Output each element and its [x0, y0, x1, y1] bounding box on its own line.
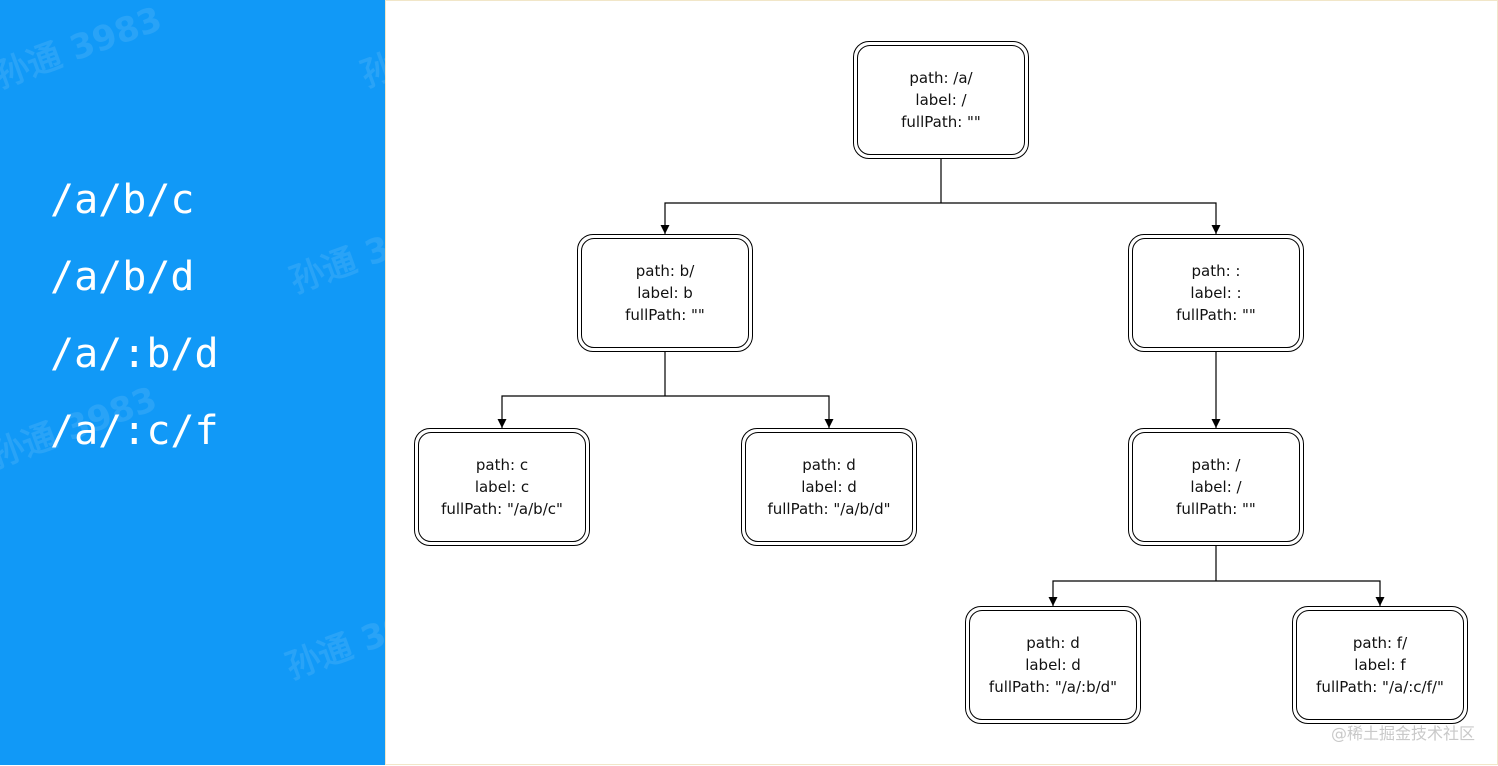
node-path: path: b/	[635, 262, 695, 280]
route-item: /a/b/c	[50, 177, 195, 223]
tree-node-c: path: c label: c fullPath: "/a/b/c"	[414, 428, 590, 546]
node-label: label: f	[1354, 656, 1406, 674]
route-item: /a/:c/f	[50, 408, 219, 454]
node-label: label: c	[474, 478, 530, 496]
watermark: 孙通 3983	[284, 204, 385, 302]
diagram-canvas: 孙通 3983 孙通 3983 path: /a/ label: / fullP…	[281, 0, 1498, 765]
node-fullpath: fullPath: ""	[625, 306, 705, 324]
node-path: path: d	[802, 456, 856, 474]
node-label: label: d	[801, 478, 857, 496]
tree-node-d-param: path: d label: d fullPath: "/a/:b/d"	[965, 606, 1141, 724]
tree-edge	[660, 202, 941, 234]
node-path: path: f/	[1352, 634, 1408, 652]
node-path: path: c	[475, 456, 529, 474]
tree-edge	[665, 395, 834, 428]
tree-node-slash: path: / label: / fullPath: ""	[1128, 428, 1304, 546]
tree-edge	[1216, 580, 1385, 606]
tree-node-b: path: b/ label: b fullPath: ""	[577, 234, 753, 352]
tree-edges	[497, 159, 1385, 606]
node-path: path: d	[1026, 634, 1080, 652]
tree-node-f: path: f/ label: f fullPath: "/a/:c/f/"	[1292, 606, 1468, 724]
tree-edge	[497, 395, 665, 428]
node-label: label: /	[915, 91, 967, 109]
tree-node-colon: path: : label: : fullPath: ""	[1128, 234, 1304, 352]
watermark: 孙通 3983	[0, 0, 168, 97]
tree-edge	[1048, 580, 1216, 606]
node-label: label: :	[1190, 284, 1242, 302]
credit-watermark: @稀土掘金技术社区	[1330, 724, 1475, 743]
tree-node-d: path: d label: d fullPath: "/a/b/d"	[741, 428, 917, 546]
routes-panel: 孙通 3983 孙通 3983 孙通 3983 /a/b/c /a/b/d /a…	[0, 0, 385, 765]
node-path: path: /a/	[909, 69, 973, 87]
node-fullpath: fullPath: ""	[1176, 500, 1256, 518]
node-label: label: /	[1190, 478, 1242, 496]
node-fullpath: fullPath: "/a/b/c"	[441, 500, 563, 518]
route-item: /a/b/d	[50, 254, 195, 300]
node-path: path: /	[1191, 456, 1241, 474]
node-fullpath: fullPath: "/a/:b/d"	[988, 678, 1118, 696]
node-fullpath: fullPath: ""	[1176, 306, 1256, 324]
node-label: label: d	[1025, 656, 1081, 674]
route-item: /a/:b/d	[50, 331, 219, 377]
node-label: label: b	[637, 284, 693, 302]
tree-node-root: path: /a/ label: / fullPath: ""	[853, 41, 1029, 159]
node-fullpath: fullPath: ""	[901, 113, 981, 131]
node-fullpath: fullPath: "/a/b/d"	[767, 500, 891, 518]
node-path: path: :	[1191, 262, 1241, 280]
node-fullpath: fullPath: "/a/:c/f/"	[1316, 678, 1444, 696]
tree-edge	[941, 202, 1221, 234]
